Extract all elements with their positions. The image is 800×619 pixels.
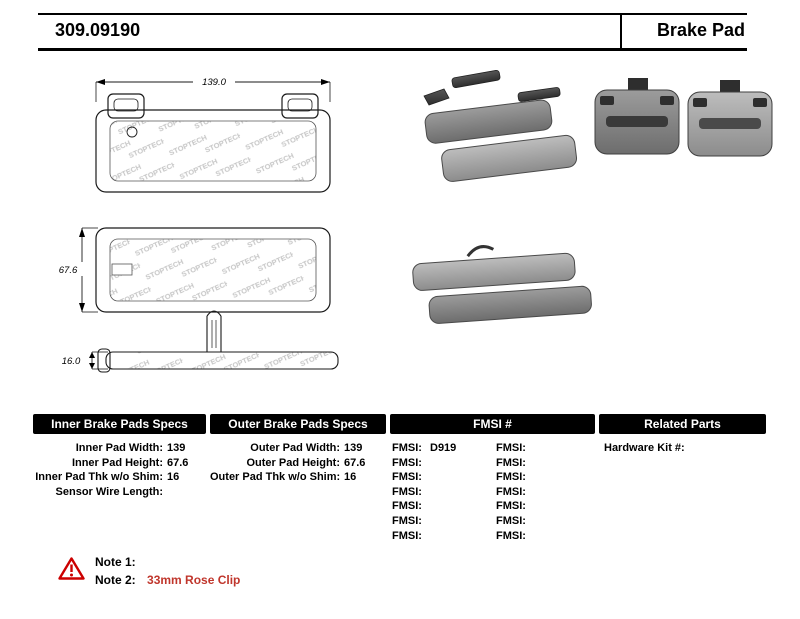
spec-value: 16 bbox=[344, 471, 357, 484]
spec-label: Inner Pad Width: bbox=[75, 442, 163, 454]
fmsi-label: FMSI: bbox=[392, 500, 422, 513]
fmsi-label: FMSI: bbox=[392, 442, 422, 454]
outer-specs-list: Outer Pad Width: 139 Outer Pad Height: 6… bbox=[210, 441, 386, 485]
fmsi-label: FMSI: bbox=[496, 529, 526, 542]
pad-edge-view: 16.0 bbox=[54, 348, 339, 373]
pad-inner-view: 67.6 bbox=[53, 227, 331, 313]
fmsi-row: FMSI: D919 bbox=[392, 441, 492, 456]
spec-value: 139 bbox=[167, 442, 186, 454]
fmsi-list-left: FMSI: D919 FMSI: FMSI: FMSI: FMSI: FMSI:… bbox=[392, 441, 492, 543]
fmsi-row: FMSI: bbox=[496, 441, 596, 456]
fmsi-list-right: FMSI: FMSI: FMSI: FMSI: FMSI: FMSI: FMSI… bbox=[496, 441, 596, 543]
angled-pads-photo bbox=[424, 99, 578, 182]
fmsi-row: FMSI: bbox=[496, 514, 596, 529]
header-divider bbox=[620, 13, 622, 48]
spec-row: Outer Pad Height: 67.6 bbox=[210, 456, 386, 471]
spec-label: Inner Pad Thk w/o Shim: bbox=[35, 471, 163, 484]
fmsi-label: FMSI: bbox=[392, 471, 422, 484]
fmsi-header: FMSI # bbox=[390, 414, 595, 434]
spec-row: Outer Pad Width: 139 bbox=[210, 441, 386, 456]
backing-plates-photo bbox=[594, 78, 773, 157]
pad-front-view: 139.0 bbox=[95, 74, 331, 193]
hardware-clips-photo bbox=[423, 69, 561, 106]
fmsi-label: FMSI: bbox=[392, 485, 422, 498]
fmsi-value: D919 bbox=[430, 442, 457, 454]
note-2-label: Note 2: bbox=[95, 573, 136, 587]
note-1-label: Note 1: bbox=[95, 555, 136, 569]
fmsi-label: FMSI: bbox=[496, 514, 526, 527]
note-1: Note 1: bbox=[95, 555, 144, 569]
spec-row: Inner Pad Width: 139 bbox=[33, 441, 208, 456]
note-2: Note 2: 33mm Rose Clip bbox=[95, 573, 240, 587]
fmsi-row: FMSI: bbox=[496, 456, 596, 471]
inner-specs-list: Inner Pad Width: 139 Inner Pad Height: 6… bbox=[33, 441, 208, 499]
fmsi-row: FMSI: bbox=[496, 499, 596, 514]
spec-label: Outer Pad Thk w/o Shim: bbox=[210, 471, 341, 484]
spec-row: Inner Pad Thk w/o Shim: 16 bbox=[33, 470, 208, 485]
fmsi-row: FMSI: bbox=[496, 529, 596, 544]
product-type-title: Brake Pad bbox=[656, 20, 745, 40]
spec-label: Outer Pad Height: bbox=[246, 456, 340, 469]
fmsi-label: FMSI: bbox=[392, 514, 422, 527]
fmsi-row: FMSI: bbox=[392, 529, 492, 544]
spec-label: Hardware Kit #: bbox=[604, 442, 685, 454]
spec-value: 67.6 bbox=[344, 456, 366, 469]
fmsi-label: FMSI: bbox=[496, 456, 526, 469]
fmsi-label: FMSI: bbox=[392, 456, 422, 469]
fmsi-row: FMSI: bbox=[392, 470, 492, 485]
related-parts-list: Hardware Kit #: bbox=[604, 441, 769, 456]
width-dimension-label: 139.0 bbox=[202, 77, 226, 88]
spec-value: 67.6 bbox=[167, 456, 189, 469]
spec-row: Hardware Kit #: bbox=[604, 441, 769, 456]
spec-row: Inner Pad Height: 67.6 bbox=[33, 456, 208, 471]
related-parts-header: Related Parts bbox=[599, 414, 766, 434]
fmsi-row: FMSI: bbox=[392, 456, 492, 471]
spec-label: Outer Pad Width: bbox=[250, 442, 340, 454]
part-number: 309.09190 bbox=[55, 20, 141, 40]
fmsi-label: FMSI: bbox=[496, 442, 526, 454]
product-photos bbox=[412, 69, 773, 324]
thickness-dimension-label: 16.0 bbox=[62, 356, 81, 367]
spec-value: 139 bbox=[344, 442, 363, 454]
header-rule-top bbox=[38, 13, 747, 15]
fmsi-label: FMSI: bbox=[392, 529, 422, 542]
fmsi-row: FMSI: bbox=[392, 514, 492, 529]
spec-value: 16 bbox=[167, 471, 180, 484]
fmsi-label: FMSI: bbox=[496, 500, 526, 513]
fmsi-row: FMSI: bbox=[496, 485, 596, 500]
fmsi-row: FMSI: bbox=[496, 470, 596, 485]
sensor-clip-drawing bbox=[206, 310, 222, 352]
header-rule-bottom bbox=[38, 48, 747, 51]
technical-drawing: STOPTECH STOPTECH 139.0 bbox=[53, 74, 339, 373]
spec-row: Sensor Wire Length: bbox=[33, 485, 208, 500]
fmsi-label: FMSI: bbox=[496, 471, 526, 484]
fmsi-row: FMSI: bbox=[392, 499, 492, 514]
fmsi-label: FMSI: bbox=[496, 485, 526, 498]
outer-specs-header: Outer Brake Pads Specs bbox=[210, 414, 386, 434]
fmsi-row: FMSI: bbox=[392, 485, 492, 500]
spec-row: Outer Pad Thk w/o Shim: 16 bbox=[210, 470, 386, 485]
note-2-value: 33mm Rose Clip bbox=[147, 573, 241, 587]
stacked-pads-photo bbox=[412, 245, 592, 324]
inner-specs-header: Inner Brake Pads Specs bbox=[33, 414, 206, 434]
height-dimension-label: 67.6 bbox=[59, 265, 78, 276]
spec-label: Sensor Wire Length: bbox=[55, 485, 163, 498]
warning-icon bbox=[58, 556, 85, 586]
spec-label: Inner Pad Height: bbox=[71, 456, 163, 469]
